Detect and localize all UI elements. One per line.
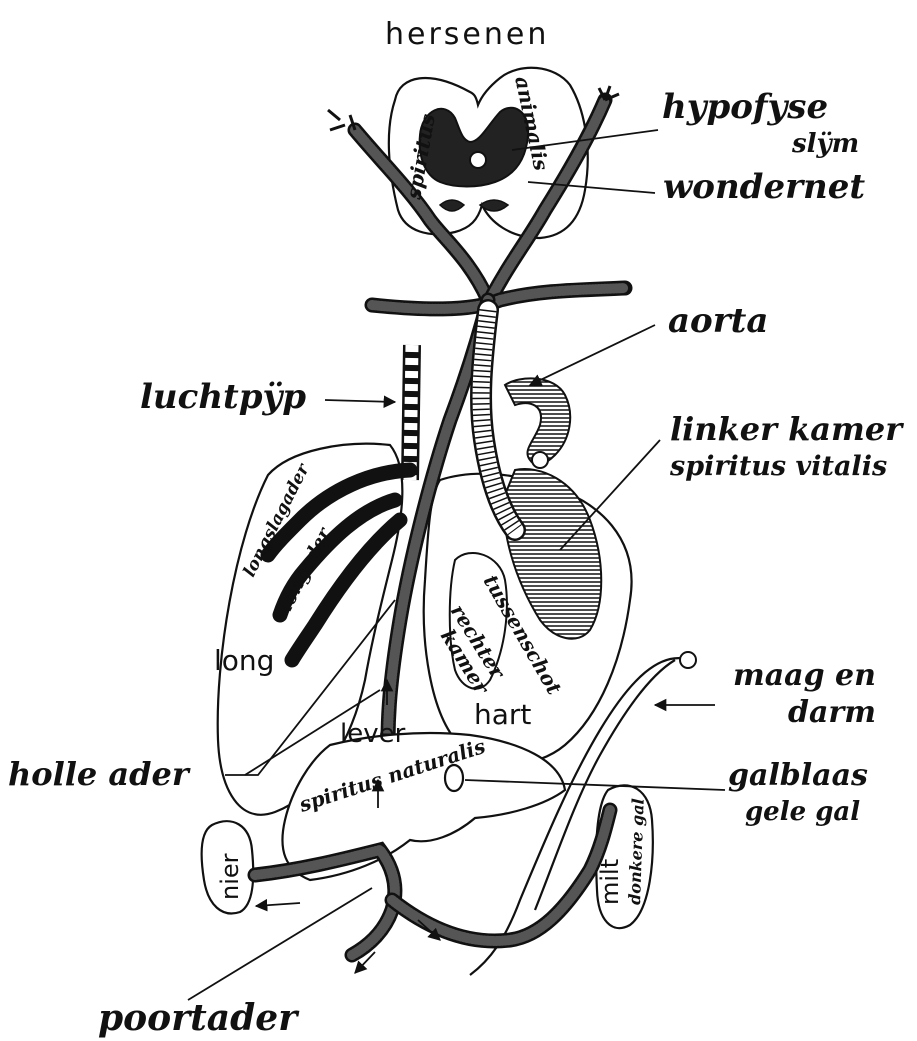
label-donkere-gal: donkere gal — [625, 798, 648, 905]
leader-aorta — [530, 325, 655, 385]
label-wondernet: wondernet — [663, 167, 865, 207]
pituitary-dot — [470, 152, 486, 168]
label-nier: nier — [216, 853, 244, 900]
label-galblaas: galblaas — [728, 758, 868, 793]
label-milt: milt — [596, 859, 624, 905]
label-lever: lever — [340, 719, 406, 749]
label-spiritus-vitalis: spiritus vitalis — [669, 451, 887, 482]
label-linker-kamer: linker kamer — [670, 410, 904, 448]
label-maag-en: maag en — [733, 658, 876, 693]
trachea — [410, 345, 412, 480]
label-aorta: aorta — [668, 301, 768, 341]
label-hypofyse: hypofyse — [662, 87, 828, 127]
label-hersenen: hersenen — [385, 17, 549, 52]
aorta-end — [532, 452, 548, 468]
intestine-end — [680, 652, 696, 668]
label-slijm: slÿm — [791, 129, 859, 159]
label-poortader: poortader — [98, 997, 300, 1039]
leader-luchtpijp — [325, 400, 395, 402]
label-holle-ader: holle ader — [8, 755, 191, 793]
label-hart: hart — [474, 698, 531, 731]
label-luchtpijp: luchtpÿp — [140, 377, 306, 417]
label-long: long — [214, 644, 274, 677]
label-gele-gal: gele gal — [745, 797, 860, 827]
label-darm: darm — [788, 695, 876, 730]
